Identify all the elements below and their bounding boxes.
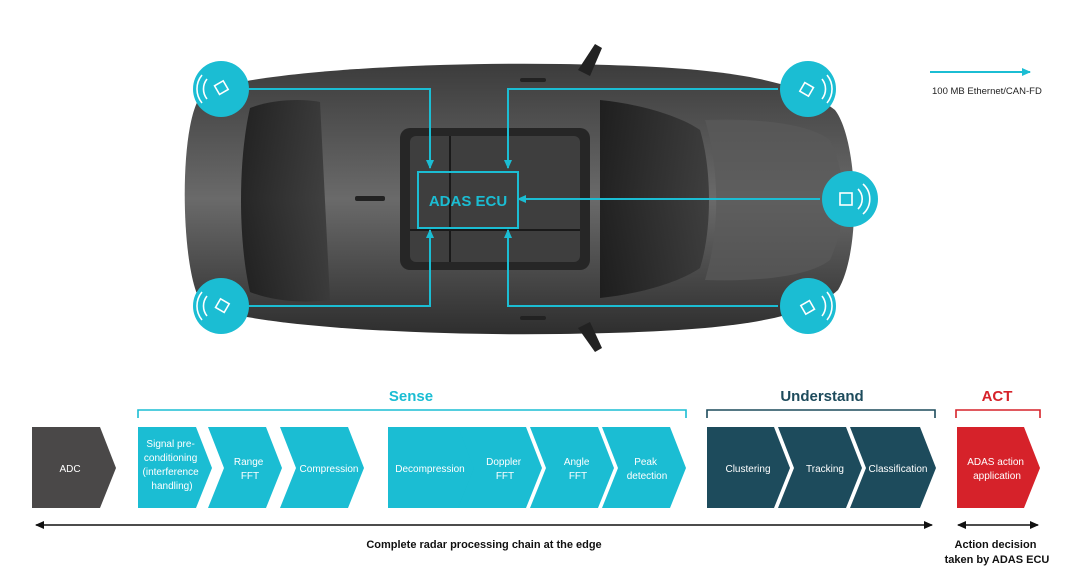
radar-sensor-rear-left — [193, 61, 249, 117]
car-top-view — [184, 44, 855, 352]
group-understand: Understand — [706, 388, 936, 418]
legend: 100 MB Ethernet/CAN-FD — [930, 68, 1042, 97]
decision-caption: Action decision taken by ADAS ECU — [945, 539, 1050, 566]
svg-text:Range FFT: Range FFT — [234, 457, 266, 482]
group-act: ACT — [955, 388, 1041, 418]
understand-label: Understand — [780, 388, 863, 405]
sense-label: Sense — [389, 388, 433, 405]
stage-decompression: Decompression — [388, 427, 476, 508]
adas-ecu-box: ADAS ECU — [417, 171, 519, 229]
legend-label: 100 MB Ethernet/CAN-FD — [932, 86, 1042, 97]
adas-ecu-label: ADAS ECU — [429, 193, 507, 210]
stage-clustering: Clustering — [707, 427, 790, 508]
svg-text:ADAS action applicatio: ADAS action application — [967, 457, 1026, 482]
act-bracket — [955, 409, 1041, 418]
act-label: ACT — [982, 388, 1013, 405]
stage-tracking: Tracking — [778, 427, 862, 508]
svg-text:ADC: ADC — [59, 464, 80, 475]
stage-peak-detection: Peak detection — [602, 427, 686, 508]
stage-signal-preconditioning: Signal pre- conditioning (interference h… — [138, 427, 212, 508]
svg-text:Tracking: Tracking — [806, 464, 844, 475]
radar-sensor-front-left — [780, 61, 836, 117]
stage-classification: Classification — [850, 427, 936, 508]
stage-angle-fft: Angle FFT — [530, 427, 614, 508]
svg-text:Classification: Classification — [869, 464, 928, 475]
svg-text:Decompression: Decompression — [395, 464, 464, 475]
connection-lines — [236, 88, 820, 307]
radar-sensor-front-right — [780, 278, 836, 334]
radar-sensor-front-center — [822, 171, 878, 227]
understand-bracket — [706, 409, 936, 418]
svg-text:Compression: Compression — [300, 464, 359, 475]
svg-text:Angle FFT: Angle FFT — [564, 457, 592, 482]
svg-text:Peak detection: Peak detection — [627, 457, 668, 482]
stage-range-fft: Range FFT — [208, 427, 282, 508]
stage-doppler-fft: Doppler FFT — [458, 427, 542, 508]
svg-text:Clustering: Clustering — [725, 464, 770, 475]
stage-compression: Compression — [280, 427, 364, 508]
stage-adas-action: ADAS action application — [957, 427, 1040, 508]
svg-text:Signal pre- conditioni: Signal pre- conditioning (interference h… — [143, 439, 202, 492]
processing-chain: ADC Signal pre- conditioning (interferen… — [32, 427, 1040, 508]
stage-adc: ADC — [32, 427, 116, 508]
group-sense: Sense — [137, 388, 687, 418]
radar-sensor-rear-right — [193, 278, 249, 334]
svg-text:Doppler FFT: Doppler FFT — [486, 457, 524, 482]
chain-caption: Complete radar processing chain at the e… — [366, 539, 601, 551]
bottom-annotations: Complete radar processing chain at the e… — [35, 521, 1050, 566]
sense-bracket — [137, 409, 687, 418]
